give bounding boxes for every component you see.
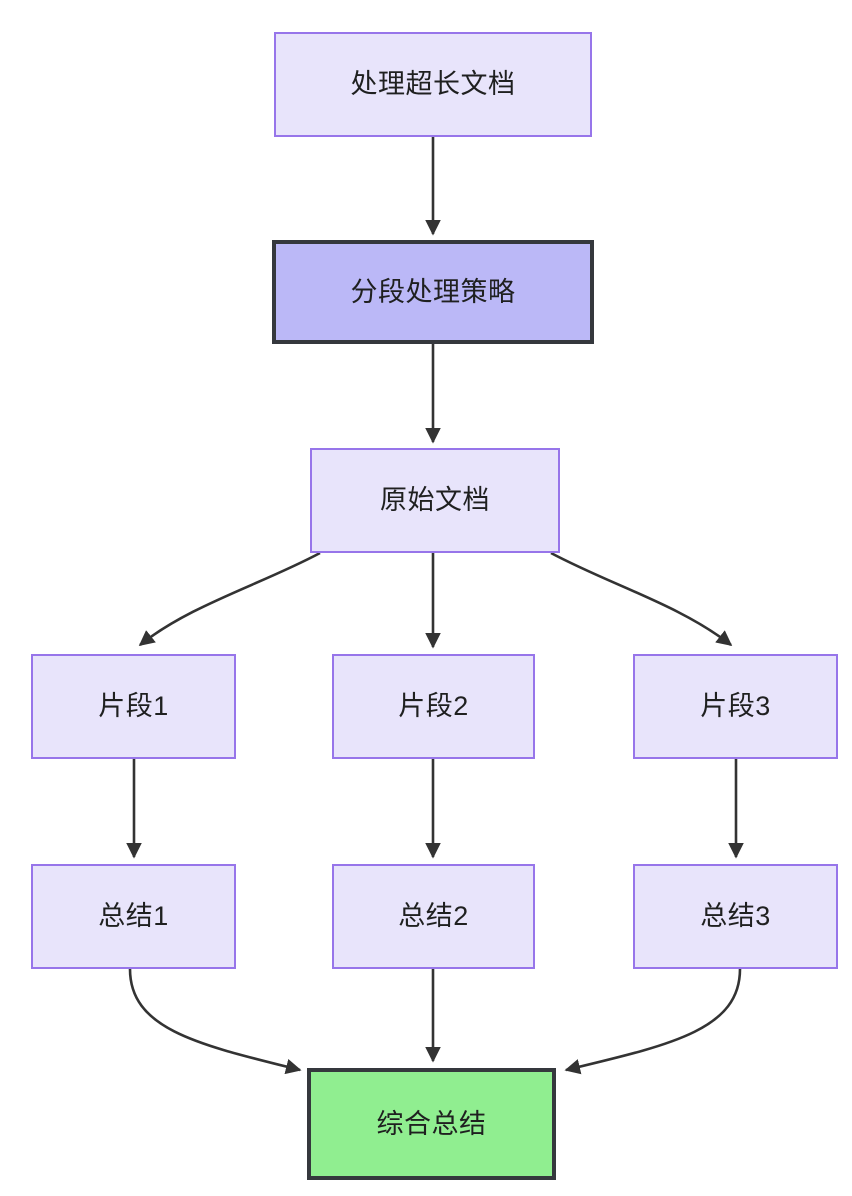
node-label: 总结1	[98, 901, 169, 932]
node-chunk1[interactable]: 片段1	[31, 654, 236, 759]
node-summary1[interactable]: 总结1	[31, 864, 236, 969]
edge-sum3-to-final	[564, 968, 742, 1075]
node-label: 原始文档	[380, 485, 490, 516]
node-label: 片段3	[700, 691, 771, 722]
edge-source-to-chunk1	[138, 551, 321, 647]
node-label: 片段2	[398, 691, 469, 722]
node-summary2[interactable]: 总结2	[332, 864, 535, 969]
node-strategy[interactable]: 分段处理策略	[272, 240, 594, 344]
node-source[interactable]: 原始文档	[310, 448, 560, 553]
node-label: 分段处理策略	[350, 276, 516, 307]
node-label: 片段1	[98, 691, 169, 722]
node-label: 总结3	[700, 901, 771, 932]
node-final-summary[interactable]: 综合总结	[307, 1068, 556, 1180]
node-doc[interactable]: 处理超长文档	[274, 32, 592, 137]
node-label: 总结2	[398, 901, 469, 932]
node-chunk3[interactable]: 片段3	[633, 654, 838, 759]
edge-sum1-to-final	[128, 968, 302, 1075]
node-summary3[interactable]: 总结3	[633, 864, 838, 969]
node-label: 综合总结	[376, 1108, 487, 1139]
node-chunk2[interactable]: 片段2	[332, 654, 535, 759]
edge-source-to-chunk3	[550, 551, 733, 647]
node-label: 处理超长文档	[350, 69, 516, 100]
